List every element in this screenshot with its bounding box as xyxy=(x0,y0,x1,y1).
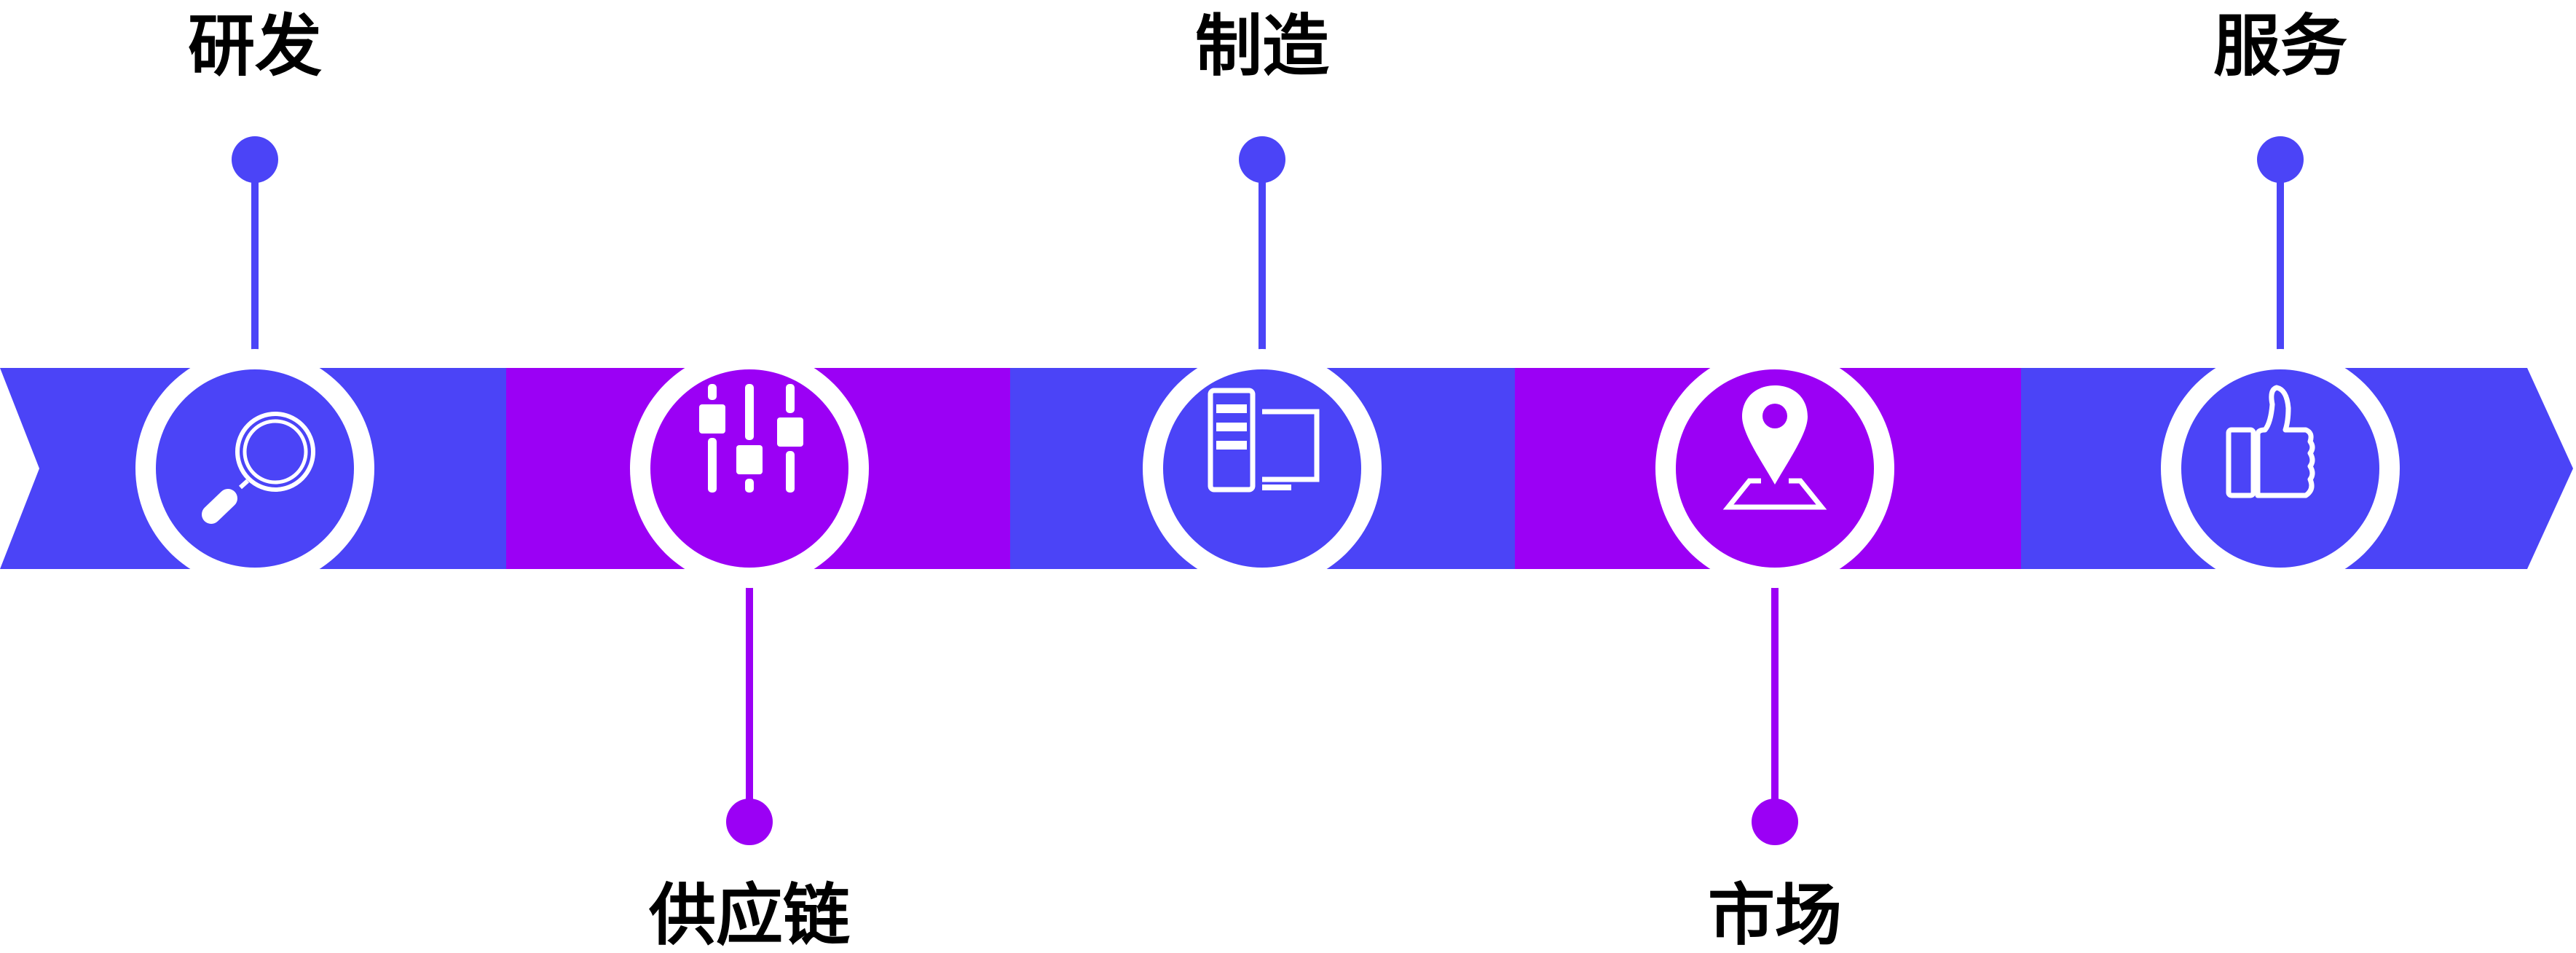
pin-2 xyxy=(726,568,773,845)
thumbs-up-icon xyxy=(2226,385,2315,498)
stage-node-4 xyxy=(1655,349,1894,588)
stage-label-2: 供应链 xyxy=(649,876,850,953)
devices-icon xyxy=(1208,388,1320,493)
sliders-icon xyxy=(699,384,803,493)
pin-1 xyxy=(232,136,278,364)
stage-label-3: 制造 xyxy=(1195,7,1329,85)
location-pin-icon xyxy=(1722,385,1827,510)
magnifier-icon xyxy=(202,412,315,524)
stage-node-1 xyxy=(135,349,374,588)
pin-5 xyxy=(2257,136,2304,364)
stage-node-5 xyxy=(2161,349,2400,588)
stage-label-1: 研发 xyxy=(188,7,322,85)
stage-label-5: 服务 xyxy=(2213,7,2347,85)
stage-node-3 xyxy=(1143,349,1382,588)
pin-3 xyxy=(1239,136,1285,364)
stage-node-2 xyxy=(630,349,869,588)
stage-label-4: 市场 xyxy=(1708,876,1842,953)
pin-4 xyxy=(1752,568,1798,845)
